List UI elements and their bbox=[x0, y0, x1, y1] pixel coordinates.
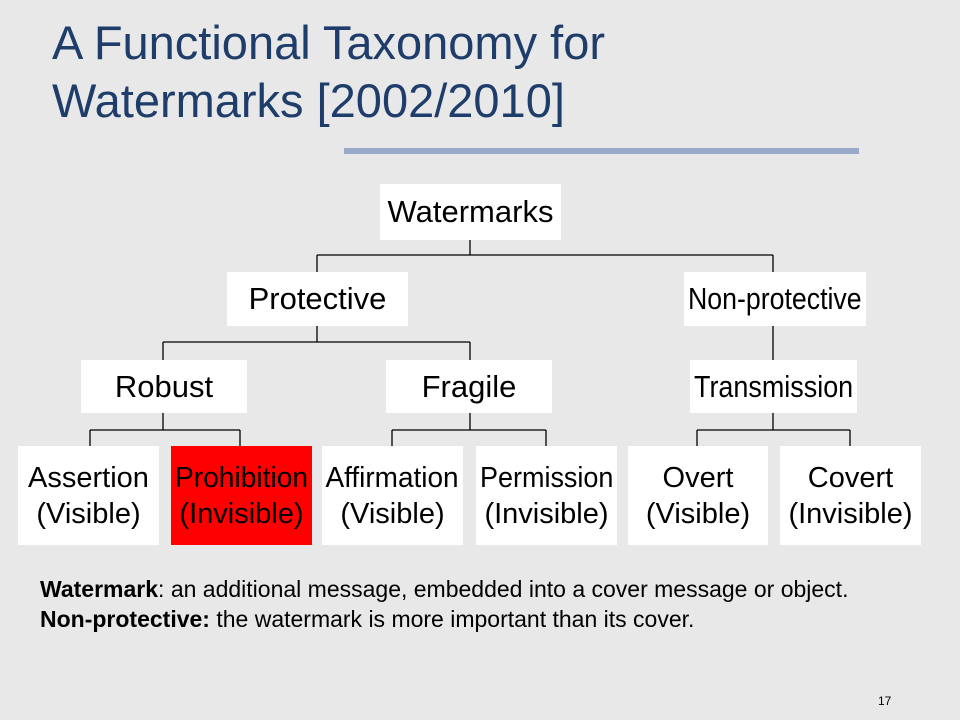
node-prohibition: Prohibition (Invisible) bbox=[171, 446, 312, 545]
connector-protective bbox=[162, 326, 471, 360]
connector-transmission bbox=[696, 413, 851, 446]
definition-text: the watermark is more important than its… bbox=[209, 606, 695, 632]
title-line-2: Watermarks [2002/2010] bbox=[52, 74, 565, 127]
definition-separator: : bbox=[158, 576, 165, 602]
definition-watermark: Watermark: an additional message, embedd… bbox=[40, 574, 955, 604]
definition-non-protective: Non-protective: the watermark is more im… bbox=[40, 604, 955, 634]
node-transmission: Transmission bbox=[690, 360, 857, 413]
node-assertion: Assertion (Visible) bbox=[18, 446, 159, 545]
definition-term: Non-protective: bbox=[40, 606, 210, 632]
title-underline bbox=[344, 148, 859, 154]
connector-fragile bbox=[391, 413, 547, 446]
node-non-protective: Non-protective bbox=[684, 272, 866, 326]
slide-title: A Functional Taxonomy for Watermarks [20… bbox=[52, 14, 605, 130]
definition-term: Watermark bbox=[40, 576, 159, 602]
node-watermarks: Watermarks bbox=[380, 184, 561, 240]
title-line-1: A Functional Taxonomy for bbox=[52, 16, 605, 69]
node-covert: Covert (Invisible) bbox=[780, 446, 921, 545]
definitions: Watermark: an additional message, embedd… bbox=[40, 574, 955, 634]
node-overt: Overt (Visible) bbox=[628, 446, 768, 545]
node-permission: Permission (Invisible) bbox=[476, 446, 617, 545]
node-affirmation: Affirmation (Visible) bbox=[322, 446, 463, 545]
node-robust: Robust bbox=[81, 360, 247, 413]
node-fragile: Fragile bbox=[386, 360, 552, 413]
connector-robust bbox=[89, 413, 241, 446]
page-number: 17 bbox=[878, 694, 892, 708]
connector-root bbox=[316, 240, 774, 272]
node-protective: Protective bbox=[227, 272, 408, 326]
definition-text: an additional message, embedded into a c… bbox=[164, 576, 849, 602]
